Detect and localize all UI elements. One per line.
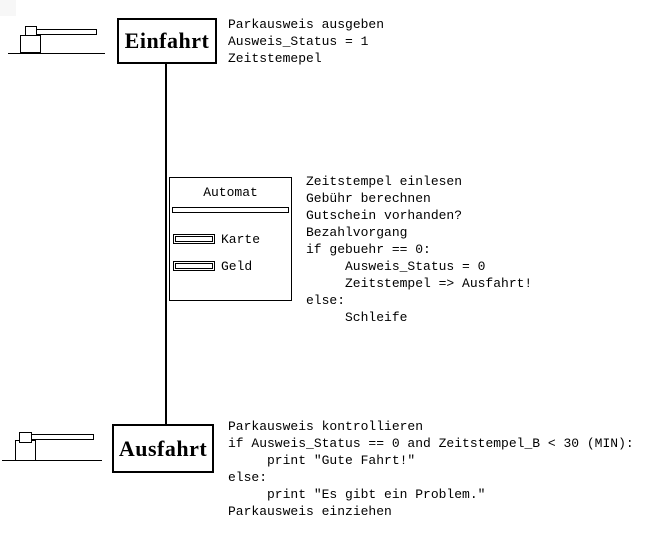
exit-annotation: Parkausweis kontrollieren if Ausweis_Sta… xyxy=(228,419,634,519)
machine-box: Automat Karte Geld xyxy=(169,177,292,301)
exit-box: Ausfahrt xyxy=(112,424,214,473)
barrier-post xyxy=(15,440,36,461)
barrier-ground-line xyxy=(8,53,105,54)
exit-barrier-icon xyxy=(0,425,110,473)
entry-box: Einfahrt xyxy=(117,18,217,64)
card-slot xyxy=(173,234,215,244)
entry-annotation: Parkausweis ausgeben Ausweis_Status = 1 … xyxy=(228,17,385,66)
connector-line xyxy=(165,62,167,424)
barrier-pivot xyxy=(25,26,37,36)
barrier-arm xyxy=(31,29,97,35)
entry-box-label: Einfahrt xyxy=(124,28,210,53)
barrier-pivot xyxy=(19,432,32,443)
barrier-arm xyxy=(26,434,94,440)
coin-slot-label: Geld xyxy=(221,259,253,274)
barrier-ground-line xyxy=(2,460,102,461)
machine-title: Automat xyxy=(203,185,258,200)
exit-box-label: Ausfahrt xyxy=(118,435,208,461)
entry-barrier-icon xyxy=(0,15,110,63)
machine-annotation: Zeitstempel einlesen Gebühr berechnen Gu… xyxy=(306,174,533,325)
ticket-slot xyxy=(172,207,289,213)
barrier-post xyxy=(20,35,41,53)
corner-artifact xyxy=(0,0,16,16)
coin-slot xyxy=(173,261,215,271)
coin-slot-opening xyxy=(175,263,213,269)
card-slot-label: Karte xyxy=(221,232,261,247)
card-slot-opening xyxy=(175,236,213,242)
